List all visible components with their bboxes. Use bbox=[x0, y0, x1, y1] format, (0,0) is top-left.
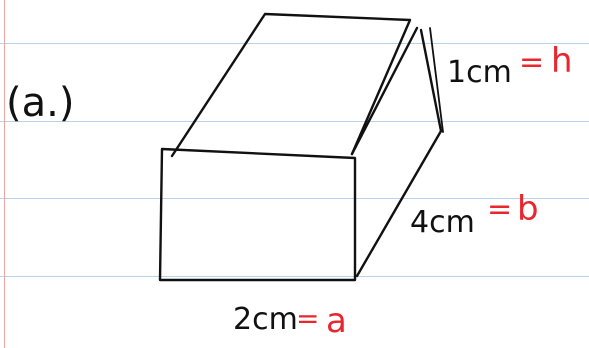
prism-top-face bbox=[170, 12, 412, 158]
prism-top-right-edge bbox=[350, 26, 419, 156]
ruled-line bbox=[0, 198, 589, 199]
margin-line bbox=[4, 0, 5, 348]
height-measure-label: 1cm bbox=[447, 55, 512, 90]
ruled-line bbox=[0, 43, 589, 44]
height-dimension-mark bbox=[429, 27, 444, 133]
prism-right-face-edge bbox=[355, 129, 443, 278]
depth-variable-label: b bbox=[517, 189, 539, 229]
height-equals-sign: = bbox=[519, 45, 544, 80]
problem-label: (a.) bbox=[6, 80, 74, 126]
ruled-line bbox=[0, 121, 589, 122]
width-measure-label: 2cm bbox=[233, 302, 298, 337]
prism-front-face bbox=[158, 147, 357, 282]
width-variable-label: a bbox=[326, 301, 347, 341]
width-equals-sign: = bbox=[296, 302, 319, 335]
prism-back-edge bbox=[419, 28, 443, 133]
ruled-line bbox=[0, 276, 589, 277]
prism-drawing bbox=[158, 12, 444, 282]
depth-equals-sign: = bbox=[487, 192, 512, 227]
depth-measure-label: 4cm bbox=[410, 205, 475, 240]
height-variable-label: h bbox=[551, 41, 573, 81]
